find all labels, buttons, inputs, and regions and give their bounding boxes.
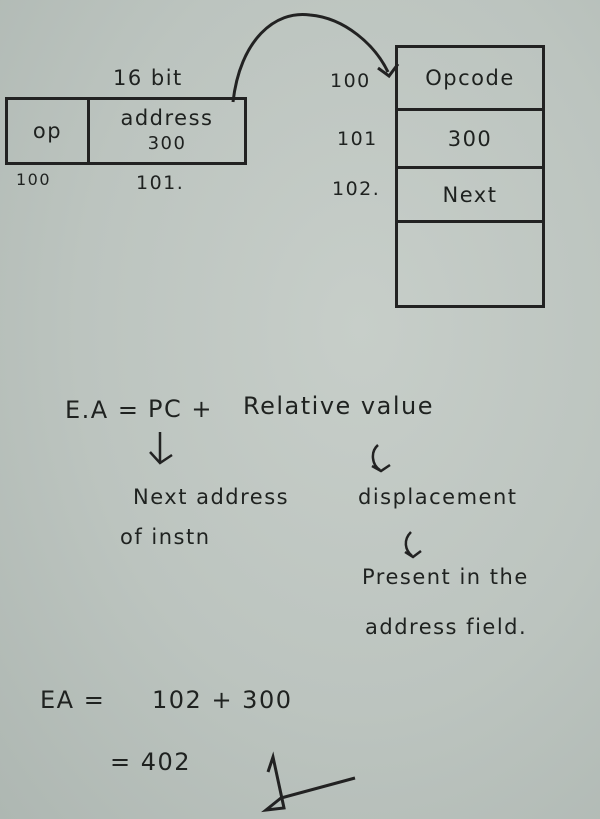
instruction-box: op address 300 xyxy=(5,97,247,165)
width-label: 16 bit xyxy=(113,66,183,90)
pc-term: PC + xyxy=(148,395,213,423)
field-note-line2: address field. xyxy=(365,615,528,639)
address-field: address 300 xyxy=(90,100,244,162)
memory-cell-101: 300 xyxy=(398,111,542,169)
operand-address: 101. xyxy=(136,172,185,194)
address-value: 300 xyxy=(147,133,187,154)
memory-cell-102: Next xyxy=(398,169,542,223)
pc-note-line1: Next address xyxy=(133,485,290,509)
op-address: 100 xyxy=(16,170,52,189)
relative-value-term: Relative value xyxy=(243,392,434,420)
displacement-note: displacement xyxy=(358,485,518,509)
address-label: address xyxy=(120,106,214,130)
ea-lhs: E.A = xyxy=(65,396,140,424)
memory-address: 101 xyxy=(337,128,378,150)
op-field: op xyxy=(8,100,90,162)
memory-content: 300 xyxy=(447,126,493,151)
pc-note-line2: of instn xyxy=(120,525,211,549)
memory-content: Opcode xyxy=(425,66,515,90)
op-label: op xyxy=(32,119,63,143)
field-note-line1: Present in the xyxy=(362,565,529,589)
memory-content: Next xyxy=(442,182,498,207)
memory-block: Opcode 300 Next xyxy=(395,45,545,308)
calc-rhs: 102 + 300 xyxy=(152,686,293,714)
memory-cell-100: Opcode xyxy=(398,48,542,111)
calc-result: = 402 xyxy=(110,748,192,776)
memory-address: 102. xyxy=(332,178,381,200)
calc-lhs: EA = xyxy=(40,686,106,714)
memory-address: 100 xyxy=(330,70,371,92)
